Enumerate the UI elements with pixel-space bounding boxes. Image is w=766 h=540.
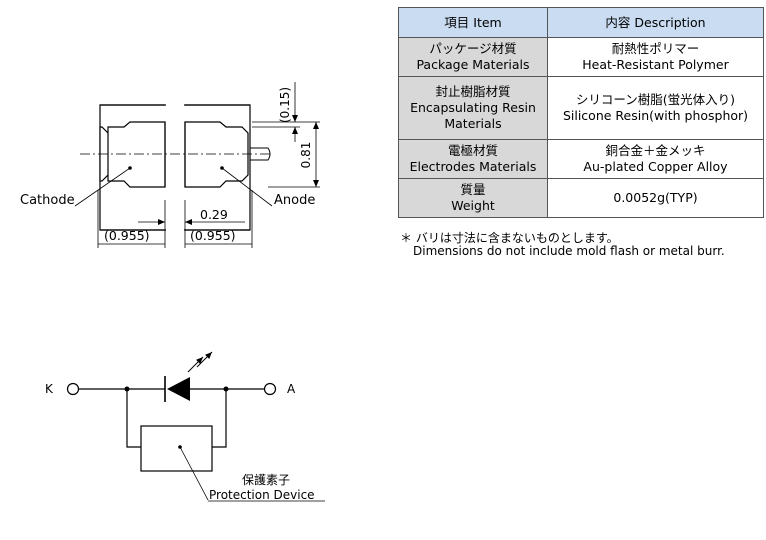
desc-en: Silicone Resin(with phosphor) [562,108,749,123]
desc-jp: 耐熱性ポリマー [611,41,700,56]
row-desc: 耐熱性ポリマー Heat-Resistant Polymer [547,37,764,77]
anode-label: Anode [274,193,315,208]
desc-value: 0.0052g(TYP) [613,190,698,205]
cathode-electrode [99,121,166,188]
row-item: 電極材質 Electrodes Materials [398,139,548,179]
item-jp: 質量 [460,182,486,197]
row-item: 封止樹脂材質 Encapsulating Resin Materials [398,76,548,140]
device-dot [178,445,182,449]
junction-left [124,386,130,392]
protection-device-box [140,425,213,472]
material-spec-table: 項目 Item 内容 Description パッケージ材質 Package M… [398,7,764,218]
dimension-lines-bottom [97,190,253,248]
table-header-row: 項目 Item 内容 Description [398,7,764,38]
device-en-label: Protection Device [209,488,315,502]
dim-081: 0.81 [299,142,313,169]
junction-right [223,386,229,392]
item-jp: 電極材質 [447,143,498,158]
header-description: 内容 Description [547,7,764,38]
lead-stub [250,147,271,161]
table-row: パッケージ材質 Package Materials 耐熱性ポリマー Heat-R… [398,37,764,77]
a-label: A [287,382,296,396]
circuit-diagram [66,382,277,472]
led-symbol [164,351,213,402]
header-item: 項目 Item [398,7,548,38]
k-label: K [45,382,54,396]
item-en: Package Materials [416,57,530,72]
dim-left: (0.955) [104,228,150,243]
a-terminal [263,382,277,396]
dimension-lines-right [252,82,320,188]
table-row: 質量 Weight 0.0052g(TYP) [398,178,764,218]
k-terminal [66,382,80,396]
row-item: 質量 Weight [398,178,548,218]
device-leader [179,446,209,501]
dim-029: 0.29 [200,207,228,222]
desc-jp: シリコーン樹脂(蛍光体入り) [575,92,736,107]
anode-dot [220,166,224,170]
item-en: Materials [444,116,502,131]
desc-en: Heat-Resistant Polymer [582,57,729,72]
anode-leader [221,167,273,207]
item-en: Weight [451,198,495,213]
item-en: Electrodes Materials [409,159,537,174]
cathode-label: Cathode [20,193,75,208]
dim-015: (0.15) [278,87,292,123]
item-jp: パッケージ材質 [429,41,517,56]
row-desc: 0.0052g(TYP) [547,178,764,218]
cathode-dot [128,166,132,170]
desc-en: Au-plated Copper Alloy [583,159,728,174]
item-jp: 封止樹脂材質 [435,84,511,99]
table-row: 封止樹脂材質 Encapsulating Resin Materials シリコ… [398,76,764,140]
dim-right: (0.955) [190,228,236,243]
desc-jp: 銅合金＋金メッキ [605,143,706,158]
cathode-leader [74,167,131,207]
item-en: Encapsulating Resin [410,100,536,115]
anode-electrode [184,121,249,188]
device-jp-label: 保護素子 [242,472,290,487]
row-desc: シリコーン樹脂(蛍光体入り) Silicone Resin(with phosp… [547,76,764,140]
note-jp: ＊ バリは寸法に含まないものとします。 [400,231,619,245]
electrode-gap [166,104,184,244]
note-en: Dimensions do not include mold flash or … [413,244,725,258]
